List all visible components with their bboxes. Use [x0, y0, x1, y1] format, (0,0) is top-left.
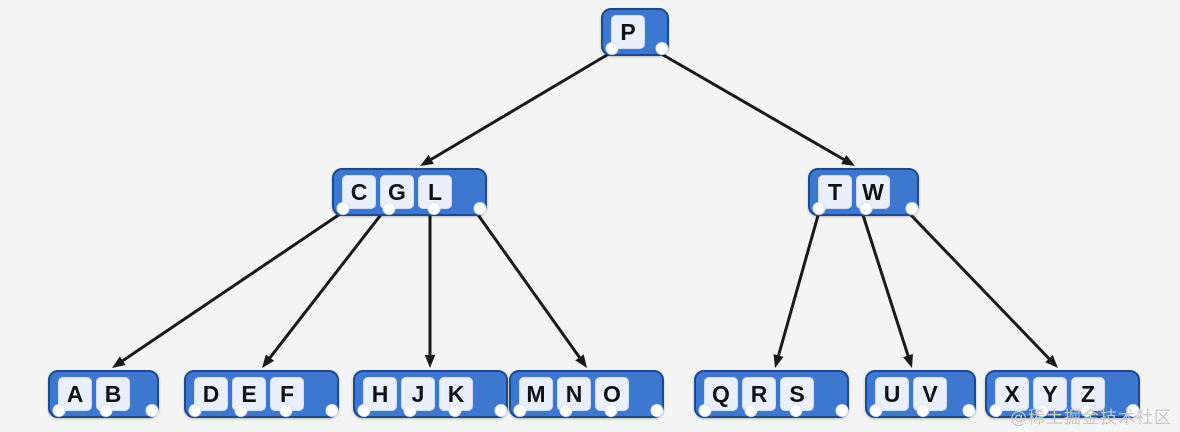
btree-edge-edge-root-cgl — [420, 50, 613, 166]
child-pointer-dot — [52, 404, 66, 417]
child-pointer-dot — [604, 404, 618, 417]
child-pointer-dot — [869, 404, 883, 417]
edge-arrowhead-icon — [575, 354, 587, 368]
child-pointer-dot — [382, 202, 396, 215]
btree-node-root[interactable]: P — [601, 8, 669, 56]
node-key-cell: N — [557, 377, 591, 411]
child-pointer-dot — [513, 404, 527, 417]
btree-edge-edge-cgl-def — [262, 211, 385, 368]
child-pointer-dot — [1126, 404, 1140, 417]
child-pointer-dot — [427, 202, 441, 215]
child-pointer-dot — [325, 404, 339, 417]
edge-arrowhead-icon — [903, 354, 913, 368]
btree-edge-edge-tw-qrs — [773, 211, 821, 368]
child-pointer-dot — [234, 404, 248, 417]
node-key-cell: S — [780, 377, 814, 411]
child-pointer-dot — [1080, 404, 1094, 417]
child-pointer-dot — [188, 404, 202, 417]
edge-arrowhead-icon — [420, 154, 434, 166]
btree-edge-edge-tw-xyz — [906, 210, 1058, 368]
edge-line — [430, 50, 613, 161]
child-pointer-dot — [655, 42, 669, 55]
child-pointer-dot — [473, 202, 487, 215]
edge-arrowhead-icon — [841, 154, 855, 166]
child-pointer-dot — [279, 404, 293, 417]
node-key-cell: P — [611, 15, 645, 49]
btree-edge-edge-cgl-ab — [112, 210, 344, 368]
edge-arrowhead-icon — [1045, 355, 1058, 368]
btree-edge-edge-root-tw — [657, 50, 855, 166]
child-pointer-dot — [145, 404, 159, 417]
child-pointer-dot — [357, 404, 371, 417]
node-key-cell: R — [742, 377, 776, 411]
node-key-cell: Z — [1071, 377, 1105, 411]
child-pointer-dot — [698, 404, 712, 417]
btree-edge-edge-cgl-mno — [474, 211, 587, 368]
child-pointer-dot — [494, 404, 508, 417]
edge-arrowhead-icon — [773, 354, 784, 368]
node-key-cell: H — [363, 377, 397, 411]
edge-line — [777, 211, 821, 356]
child-pointer-dot — [448, 404, 462, 417]
child-pointer-dot — [962, 404, 976, 417]
edge-line — [474, 211, 581, 359]
child-pointer-dot — [605, 42, 619, 55]
child-pointer-dot — [835, 404, 849, 417]
edge-arrowhead-icon — [424, 355, 436, 368]
child-pointer-dot — [789, 404, 803, 417]
edge-line — [657, 50, 845, 161]
child-pointer-dot — [336, 202, 350, 215]
node-key-cell: Y — [1033, 377, 1067, 411]
btree-edge-edge-tw-uv — [860, 211, 913, 368]
node-key-cell: D — [194, 377, 228, 411]
child-pointer-dot — [916, 404, 929, 417]
child-pointer-dot — [905, 202, 919, 215]
child-pointer-dot — [1035, 404, 1049, 417]
child-pointer-dot — [812, 202, 826, 215]
node-key-cell: C — [342, 175, 376, 209]
edge-line — [268, 211, 385, 359]
node-key-cell: A — [58, 377, 92, 411]
child-pointer-dot — [99, 404, 112, 417]
node-key-cell: L — [418, 175, 452, 209]
child-pointer-dot — [559, 404, 573, 417]
node-key-cell: F — [270, 377, 304, 411]
node-key-cell: J — [401, 377, 435, 411]
child-pointer-dot — [744, 404, 758, 417]
child-pointer-dot — [859, 202, 872, 215]
edge-line — [860, 211, 910, 357]
edge-line — [906, 210, 1051, 360]
edge-arrowhead-icon — [262, 354, 275, 368]
edge-arrowhead-icon — [112, 356, 126, 368]
edge-line — [121, 210, 344, 362]
child-pointer-dot — [650, 404, 664, 417]
btree-edge-edge-cgl-hjk — [424, 212, 436, 368]
child-pointer-dot — [989, 404, 1003, 417]
child-pointer-dot — [403, 404, 417, 417]
